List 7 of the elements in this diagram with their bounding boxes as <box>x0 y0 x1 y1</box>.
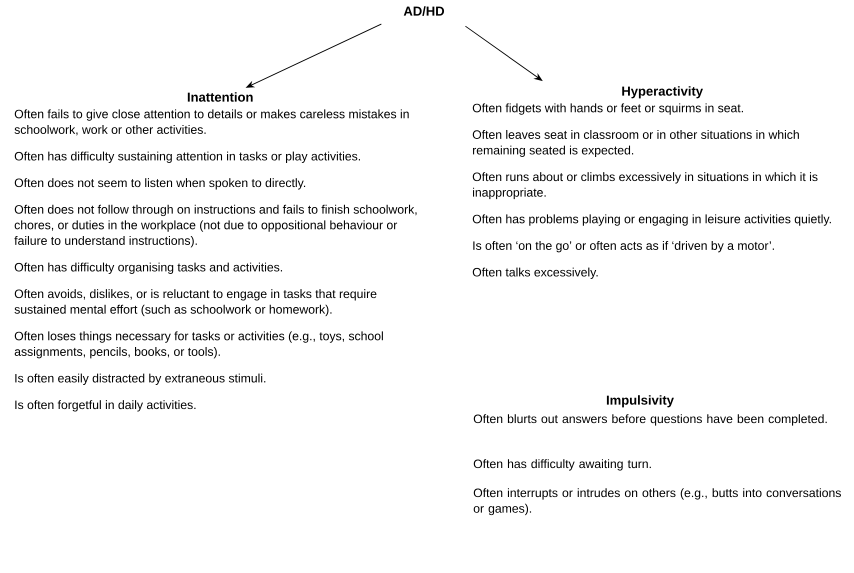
criteria-list: Inattention Often fails to give close attention to details or makes careless mistakes in schoolwork, work or other activities. Often has difficulty sustaining attention in tasks or play activities. Often does not seem to listen when spoken to directly. Often does not follow through on instructions and fails to finish schoolwork, chores, or duties in the workplace (not due to oppositional behaviour or failure to understand instructions). Often has difficulty organising tasks and activities. Often avoids, dislikes, or is reluctant to engage in tasks that require sustained mental effort (such as schoolwork or homework). Often loses things necessary for tasks or activities (e.g., toys, school assignments, pencils, books, or tools). Is often easily distracted by extraneous stimuli. Is often forgetful in daily activities. <box>14 92 417 412</box>
criterion-text: Often blurts out answers before questions have been completed. <box>474 414 827 426</box>
criterion-text: Often has difficulty awaiting turn. <box>474 459 651 471</box>
criterion-text: Often interrupts or intrudes on others (e.g., butts into conversations or games). <box>474 488 841 516</box>
criteria-list: Hyperactivity Often fidgets with hands or feet or squirms in seat. Often leaves seat in classroom or in other situations in which remaining seated is expected. Often runs about or climbs excessively in situations in which it is inappropriate. Often has problems playing or engaging in leisure activities quietly. Is often ‘on the go’ or often acts as if ‘driven by a motor’. Often talks excessively. <box>472 86 831 279</box>
heading: AD/HD <box>404 6 444 16</box>
section-heading: Impulsivity <box>606 395 674 408</box>
